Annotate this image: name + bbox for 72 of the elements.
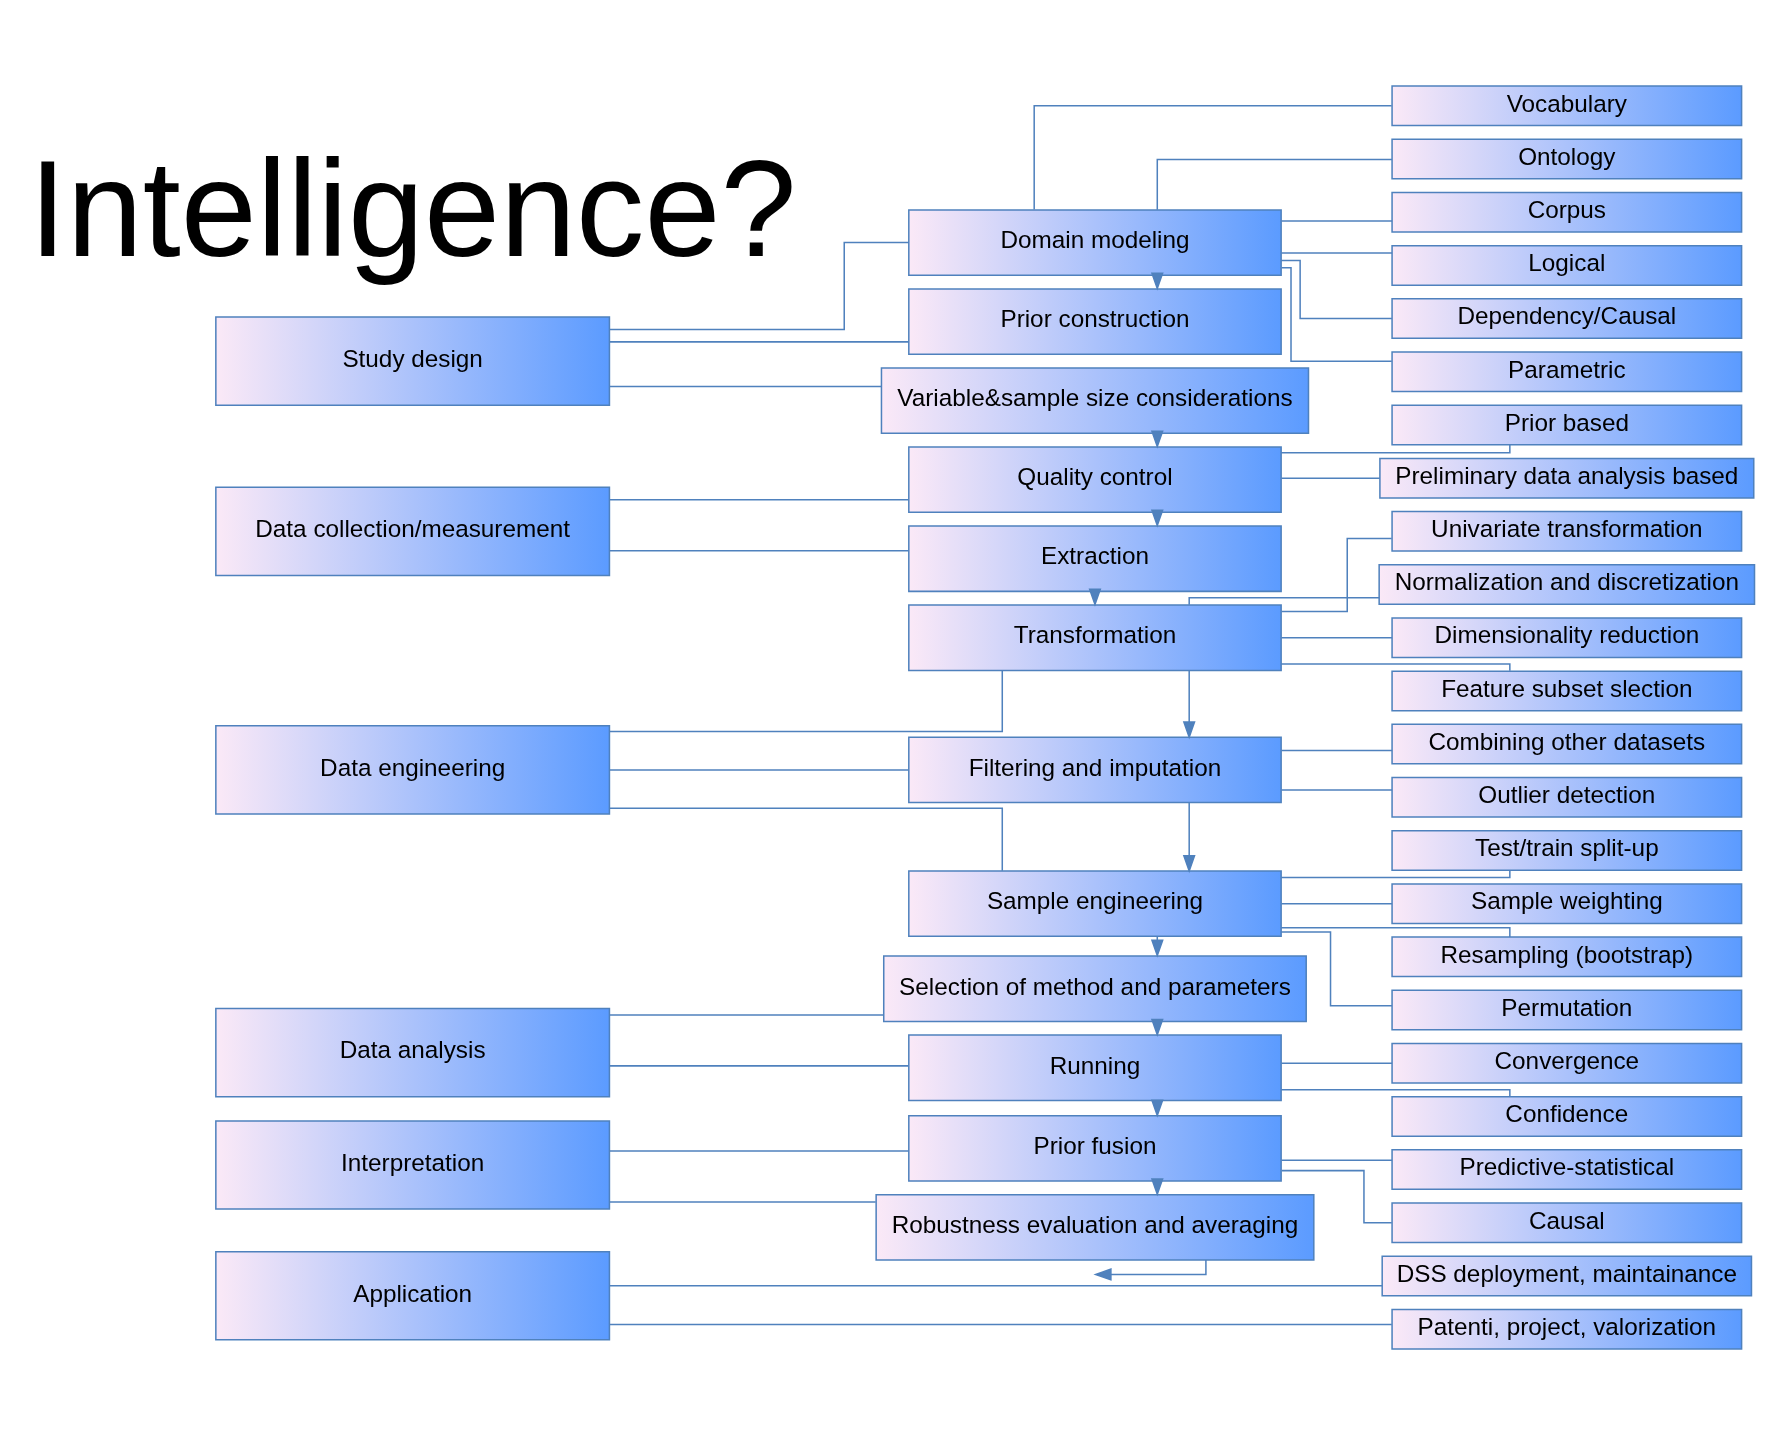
- connector: [609, 669, 1004, 733]
- node-box: Parametric: [1391, 351, 1743, 393]
- connector: [608, 385, 882, 388]
- connector: [608, 241, 910, 331]
- node-box: Feature subset slection: [1391, 670, 1743, 712]
- label: Intelligence?: [28, 131, 797, 285]
- node-box: Vocabulary: [1391, 85, 1743, 127]
- node-box: DSS deployment, maintainance: [1381, 1255, 1753, 1297]
- node-box: Dependency/Causal: [1391, 298, 1743, 340]
- node-box: Sample engineering: [908, 870, 1282, 938]
- connector: [608, 1014, 885, 1016]
- node-box: Filtering and imputation: [908, 736, 1282, 804]
- connector: [1280, 749, 1393, 752]
- node-box: Normalization and discretization: [1378, 564, 1756, 606]
- node-box: Logical: [1391, 244, 1743, 286]
- connector: [609, 1323, 1393, 1326]
- connector: [609, 1285, 1383, 1287]
- node-box: Data analysis: [215, 1007, 611, 1098]
- node-box: Data collection/measurement: [215, 486, 611, 577]
- connector: [608, 1150, 910, 1152]
- node-box: Prior construction: [908, 288, 1282, 356]
- arrow: [1182, 802, 1196, 874]
- arrow: [1182, 669, 1196, 740]
- connector: [608, 341, 910, 343]
- connector: [1280, 1159, 1393, 1161]
- connector: [1280, 636, 1393, 639]
- connector: [1033, 105, 1393, 211]
- node-box: Data engineering: [215, 725, 611, 815]
- node-box: Robustness evaluation and averaging: [875, 1193, 1315, 1261]
- node-box: Prior based: [1391, 404, 1743, 446]
- connector: [609, 807, 1004, 872]
- node-box: Outlier detection: [1391, 776, 1743, 818]
- connector: [1280, 902, 1393, 905]
- connector: [1280, 1062, 1393, 1064]
- node-box: Test/train split-up: [1391, 829, 1743, 871]
- node-box: Univariate transformation: [1391, 510, 1743, 552]
- node-box: Predictive-statistical: [1391, 1149, 1743, 1191]
- node-box: Application: [215, 1250, 611, 1341]
- connector: [1280, 869, 1511, 879]
- node-box: Confidence: [1391, 1095, 1743, 1137]
- connector: [608, 549, 910, 552]
- arrow: [1093, 1259, 1207, 1281]
- node-box: Convergence: [1391, 1042, 1743, 1084]
- connector: [1281, 1169, 1393, 1224]
- node-box: Combining other datasets: [1391, 723, 1743, 765]
- connector: [608, 499, 910, 501]
- connector: [1280, 931, 1393, 1007]
- node-box: Transformation: [908, 604, 1282, 672]
- connector: [1280, 220, 1393, 222]
- connector: [1156, 158, 1393, 211]
- node-box: Sample weighting: [1391, 883, 1743, 925]
- connector: [608, 1065, 910, 1067]
- node-box: Resampling (bootstrap): [1391, 936, 1743, 978]
- connector: [608, 1201, 877, 1203]
- node-box: Causal: [1391, 1202, 1743, 1244]
- connector: [1280, 477, 1381, 479]
- connector: [1280, 252, 1393, 254]
- connector: [608, 769, 910, 771]
- node-box: Patenti, project, valorization: [1391, 1308, 1743, 1350]
- connector: [1280, 259, 1393, 320]
- connector: [1280, 267, 1393, 362]
- node-box: Study design: [215, 316, 611, 406]
- connector: [1280, 789, 1393, 791]
- connector: [1280, 537, 1393, 613]
- node-box: Ontology: [1391, 138, 1743, 180]
- connector: [1280, 926, 1511, 938]
- node-box: Interpretation: [215, 1120, 611, 1210]
- node-box: Corpus: [1391, 191, 1743, 233]
- node-box: Dimensionality reduction: [1391, 617, 1743, 659]
- node-box: Permutation: [1391, 989, 1743, 1031]
- connector: [1280, 1089, 1511, 1098]
- node-box: Preliminary data analysis based: [1379, 457, 1755, 499]
